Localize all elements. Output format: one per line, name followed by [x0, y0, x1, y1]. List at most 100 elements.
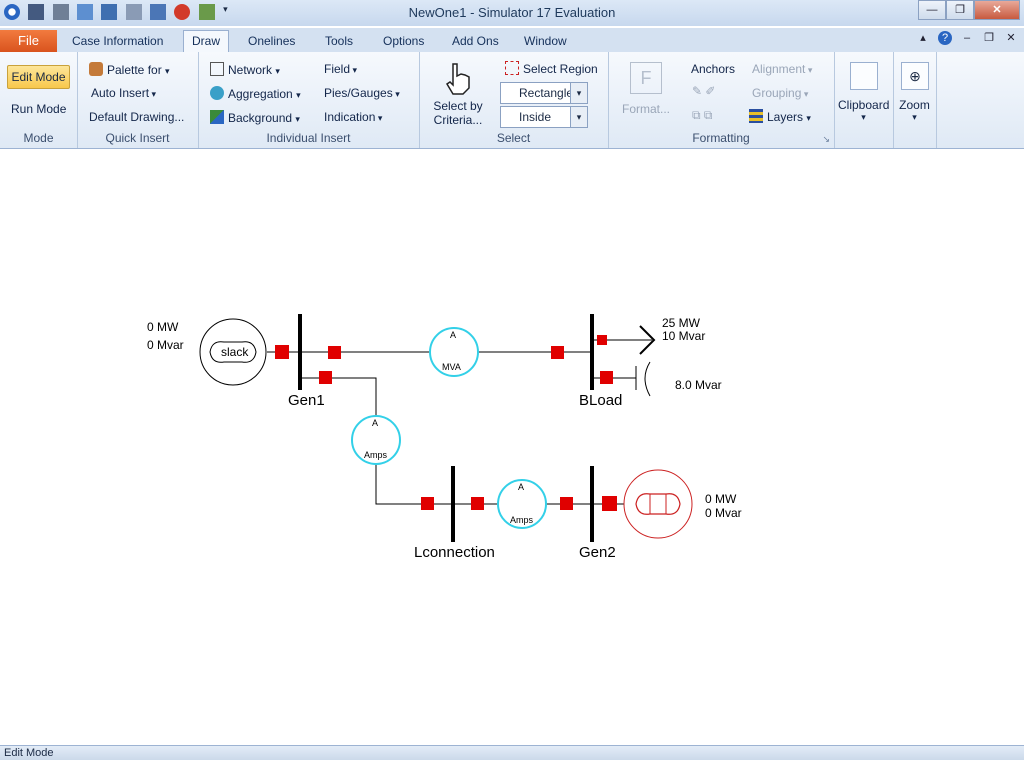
select-by-criteria-button[interactable]: Select by Criteria...	[433, 60, 483, 127]
selection-inside-combo[interactable]: Inside ▾	[500, 106, 588, 128]
format-painter-icon[interactable]: ✎ ✐	[692, 84, 716, 98]
palette-for-label: Palette for	[107, 63, 162, 77]
status-text: Edit Mode	[4, 747, 54, 759]
bus-bload[interactable]	[590, 314, 594, 390]
pies-gauges-button[interactable]: Pies/Gauges	[324, 86, 400, 100]
tab-file[interactable]: File	[0, 30, 57, 52]
calculator-icon[interactable]	[150, 4, 167, 20]
aggregation-icon	[210, 86, 224, 100]
select-by-label: Select by	[433, 99, 483, 113]
chevron-down-icon[interactable]: ▾	[570, 83, 587, 103]
tab-onelines[interactable]: Onelines	[248, 34, 296, 48]
grouping-button[interactable]: Grouping	[752, 86, 808, 100]
selection-shape-combo[interactable]: Rectangle ▾	[500, 82, 588, 104]
flow-meter-gen1-lconn[interactable]	[351, 415, 401, 465]
bring-front-icon[interactable]: ⧉ ⧉	[692, 108, 713, 122]
group-label-select: Select	[496, 131, 531, 145]
minimize-button[interactable]: —	[918, 0, 946, 20]
aggregation-button[interactable]: Aggregation	[210, 86, 301, 101]
breaker-gen2[interactable]	[602, 496, 617, 511]
aggregation-label: Aggregation	[228, 87, 293, 101]
run-mode-button[interactable]: Run Mode	[11, 102, 67, 116]
shunt-capacitor-icon[interactable]	[635, 361, 651, 397]
gen2-generator[interactable]	[623, 469, 693, 539]
app-icon[interactable]	[4, 4, 20, 20]
flow-meter-lconn-gen2[interactable]	[497, 479, 547, 529]
breaker-lconn-gen2-from[interactable]	[471, 497, 484, 510]
indication-button[interactable]: Indication	[324, 110, 382, 124]
zoom-label: Zoom	[899, 98, 930, 112]
stop-icon[interactable]	[174, 4, 191, 20]
slack-mvar: 0 Mvar	[147, 338, 184, 352]
palette-for-button[interactable]: Palette for	[89, 62, 170, 77]
background-button[interactable]: Background	[210, 110, 300, 125]
case-icon[interactable]	[77, 4, 94, 20]
close-button[interactable]: ✕	[974, 0, 1020, 20]
breakers	[275, 335, 617, 511]
layers-button[interactable]: Layers	[749, 109, 811, 124]
collapse-ribbon-icon[interactable]: ▴	[920, 32, 926, 44]
doc-close-icon[interactable]: ✕	[1006, 32, 1016, 44]
flow-meter-gen1-bload[interactable]	[429, 327, 479, 377]
default-drawing-button[interactable]: Default Drawing...	[89, 110, 185, 124]
field-button[interactable]: Field	[324, 62, 357, 76]
breaker-gen1-lconn-to[interactable]	[421, 497, 434, 510]
disk-icon[interactable]	[101, 4, 118, 20]
alignment-button[interactable]: Alignment	[752, 62, 812, 76]
hand-pointer-icon	[445, 63, 470, 95]
formatting-dialog-launcher-icon[interactable]: ↘	[822, 134, 830, 144]
edit-mode-button[interactable]: Edit Mode	[7, 65, 70, 89]
print-icon[interactable]	[125, 4, 142, 20]
tab-add-ons[interactable]: Add Ons	[452, 34, 499, 48]
tab-draw[interactable]: Draw	[183, 30, 230, 52]
zoom-icon[interactable]: ⊕	[901, 62, 929, 90]
clipboard-icon[interactable]	[850, 62, 878, 90]
maximize-button[interactable]: ❐	[946, 0, 974, 20]
bus-gen2[interactable]	[590, 466, 594, 542]
meter2-top: A	[372, 418, 379, 428]
tab-options[interactable]: Options	[383, 34, 425, 48]
tab-tools[interactable]: Tools	[325, 34, 354, 48]
oneline-diagram	[199, 314, 693, 542]
group-label-formatting: Formatting	[692, 131, 750, 145]
breaker-slack[interactable]	[275, 345, 289, 359]
network-button[interactable]: Network	[210, 62, 280, 77]
breaker-gen1-bload-from[interactable]	[328, 346, 341, 359]
network-icon	[210, 62, 224, 76]
group-mode: Edit Mode Run Mode Mode	[0, 52, 78, 148]
save-icon[interactable]	[28, 4, 45, 20]
group-label-mode: Mode	[23, 131, 54, 145]
group-quick-insert: Palette for Auto Insert Default Drawing.…	[77, 52, 199, 148]
doc-minimize-icon[interactable]: –	[963, 32, 971, 44]
background-icon	[210, 110, 224, 124]
slack-generator[interactable]	[199, 318, 267, 386]
format-button[interactable]: F Format...	[622, 62, 670, 116]
bus-gen1[interactable]	[298, 314, 302, 390]
bus-lconnection[interactable]	[451, 466, 455, 542]
oneline-canvas[interactable]: slack 0 MW 0 Mvar Gen1 BLoad Lconnection…	[0, 149, 1024, 745]
format-label: Format...	[622, 102, 671, 116]
load-arrow-icon[interactable]	[639, 325, 656, 355]
clipboard-button[interactable]: Clipboard▾	[838, 98, 890, 122]
chevron-down-icon[interactable]: ▾	[570, 107, 587, 127]
help-icon[interactable]: ?	[938, 31, 952, 45]
group-label-quick-insert: Quick Insert	[105, 131, 170, 145]
breaker-lconn-gen2-to[interactable]	[560, 497, 573, 510]
tab-case-information[interactable]: Case Information	[72, 34, 164, 48]
breaker-gen1-bload-to[interactable]	[551, 346, 564, 359]
auto-insert-button[interactable]: Auto Insert	[91, 86, 156, 100]
layers-icon	[749, 109, 763, 123]
customize-icon[interactable]: ▾	[223, 4, 228, 14]
select-region-button[interactable]: Select Region	[505, 61, 598, 76]
anchors-button[interactable]: Anchors	[691, 62, 736, 76]
tab-window[interactable]: Window	[524, 34, 567, 48]
tool-icon[interactable]	[52, 4, 69, 20]
zoom-button[interactable]: Zoom▾	[899, 98, 930, 122]
breaker-load[interactable]	[597, 335, 607, 345]
breaker-shunt[interactable]	[600, 371, 613, 384]
breaker-gen1-lconn-from[interactable]	[319, 371, 332, 384]
doc-restore-icon[interactable]: ❐	[984, 32, 994, 44]
grid-icon[interactable]	[198, 4, 215, 20]
load-mvar: 10 Mvar	[662, 329, 706, 343]
background-label: Background	[228, 111, 293, 125]
